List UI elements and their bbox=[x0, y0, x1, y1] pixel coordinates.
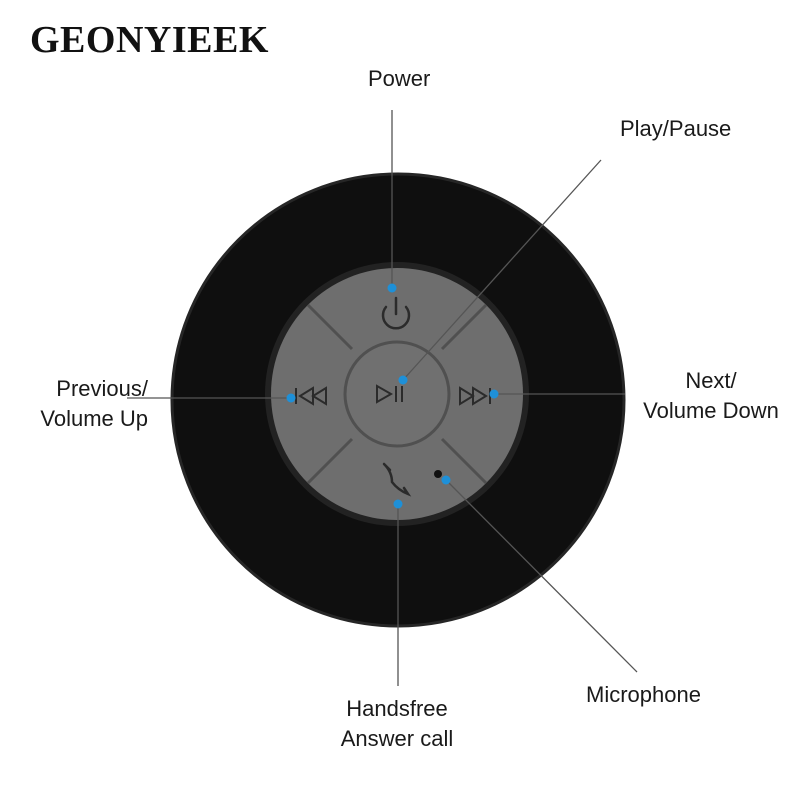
callout-dots bbox=[286, 283, 499, 509]
play-pause-label: Play/Pause bbox=[620, 116, 732, 141]
segment-dividers bbox=[306, 303, 488, 485]
handsfree-label-line2: Answer call bbox=[340, 726, 454, 751]
power-label: Power bbox=[368, 66, 431, 91]
previous-label: Previous/ Volume Up bbox=[10, 374, 148, 434]
leader-lines bbox=[127, 110, 638, 686]
power-icon[interactable] bbox=[381, 296, 411, 330]
phone-icon[interactable] bbox=[382, 462, 412, 497]
play-pause-dot bbox=[398, 375, 408, 385]
previous-icon[interactable] bbox=[295, 386, 327, 406]
handsfree-label: Handsfree Answer call bbox=[316, 694, 478, 754]
next-label-line2: Volume Down bbox=[643, 398, 779, 423]
microphone-dot bbox=[441, 475, 451, 485]
handsfree-label-line1: Handsfree bbox=[346, 696, 448, 721]
play-pause-icon bbox=[376, 384, 403, 404]
power-dot bbox=[387, 283, 397, 293]
previous-label-line2: Volume Up bbox=[40, 406, 148, 431]
brand-logo: GEONYIEEK bbox=[30, 19, 269, 61]
previous-label-line1: Previous/ bbox=[56, 376, 148, 401]
previous-dot bbox=[286, 393, 296, 403]
next-dot bbox=[489, 389, 499, 399]
microphone-hole bbox=[434, 470, 442, 478]
microphone-label: Microphone bbox=[586, 682, 701, 707]
next-label-line1: Next/ bbox=[685, 368, 737, 393]
handsfree-dot bbox=[393, 499, 403, 509]
next-label: Next/ Volume Down bbox=[626, 366, 796, 426]
